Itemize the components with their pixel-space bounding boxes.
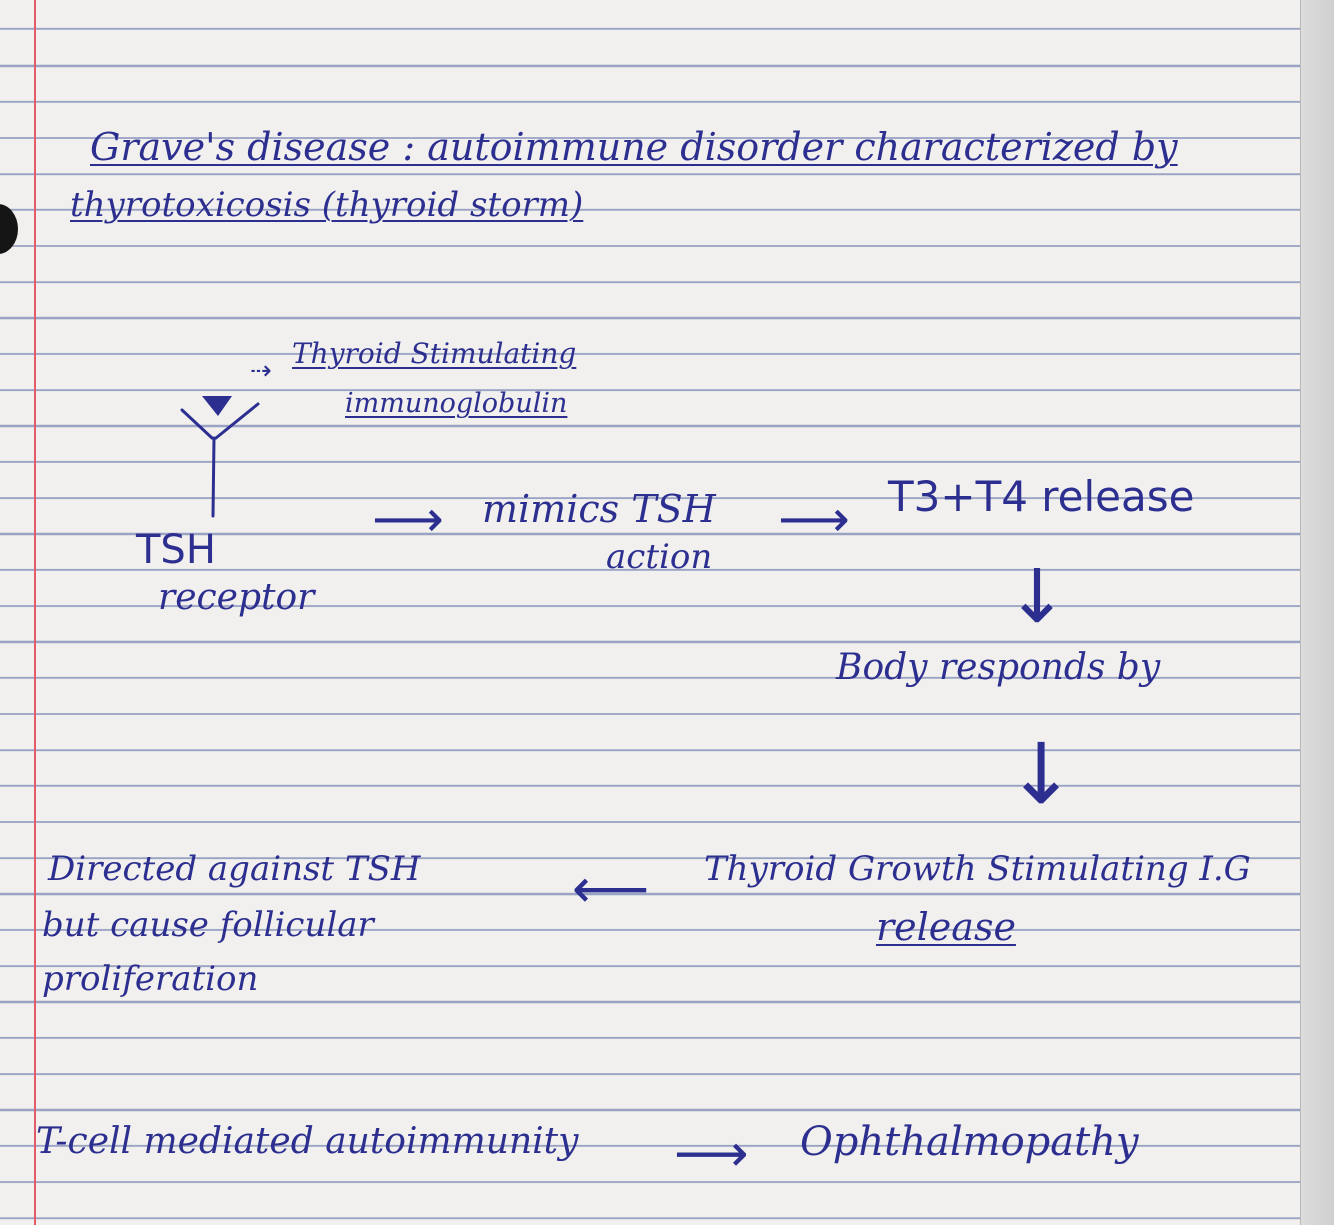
margin-line (34, 0, 36, 1225)
tcell-autoimmunity: T-cell mediated autoimmunity (36, 1121, 579, 1162)
t3-t4-release: T3+T4 release (888, 472, 1195, 521)
directed-line-1: Directed against TSH (48, 849, 421, 889)
arrow-down-2-icon: ↓ (1006, 725, 1077, 823)
title-line-2: thyrotoxicosis (thyroid storm) (70, 185, 584, 225)
receptor-label-line-1: TSH (136, 527, 216, 573)
tgsi-line-1: Thyroid Growth Stimulating I.G (704, 849, 1251, 889)
ophthalmopathy: Ophthalmopathy (800, 1119, 1139, 1165)
punch-hole (0, 204, 18, 254)
mimics-tsh-line-2: action (606, 537, 713, 577)
tsh-receptor-icon (180, 396, 260, 518)
antibody-label-line-2: immunoglobulin (345, 388, 568, 419)
title-line-1: Grave's disease : autoimmune disorder ch… (90, 125, 1178, 169)
arrow-right-3-icon: ⟶ (674, 1124, 749, 1184)
directed-line-2: but cause follicular (42, 905, 374, 945)
receptor-label-line-2: receptor (158, 577, 315, 618)
tgsi-line-2: release (876, 905, 1016, 949)
antibody-label-line-1: Thyroid Stimulating (292, 337, 577, 370)
page-stack-edge (1300, 0, 1334, 1225)
arrow-right-1-icon: ⟶ (372, 490, 444, 548)
arrow-left-icon: ⟵ (572, 857, 650, 920)
small-arrow-icon: ⇢ (250, 356, 272, 386)
arrow-right-2-icon: ⟶ (778, 490, 850, 548)
directed-line-3: proliferation (42, 959, 259, 999)
arrow-down-1-icon: ↓ (1006, 554, 1069, 640)
mimics-tsh-line-1: mimics TSH (482, 487, 716, 531)
body-responds-by: Body responds by (836, 647, 1161, 688)
